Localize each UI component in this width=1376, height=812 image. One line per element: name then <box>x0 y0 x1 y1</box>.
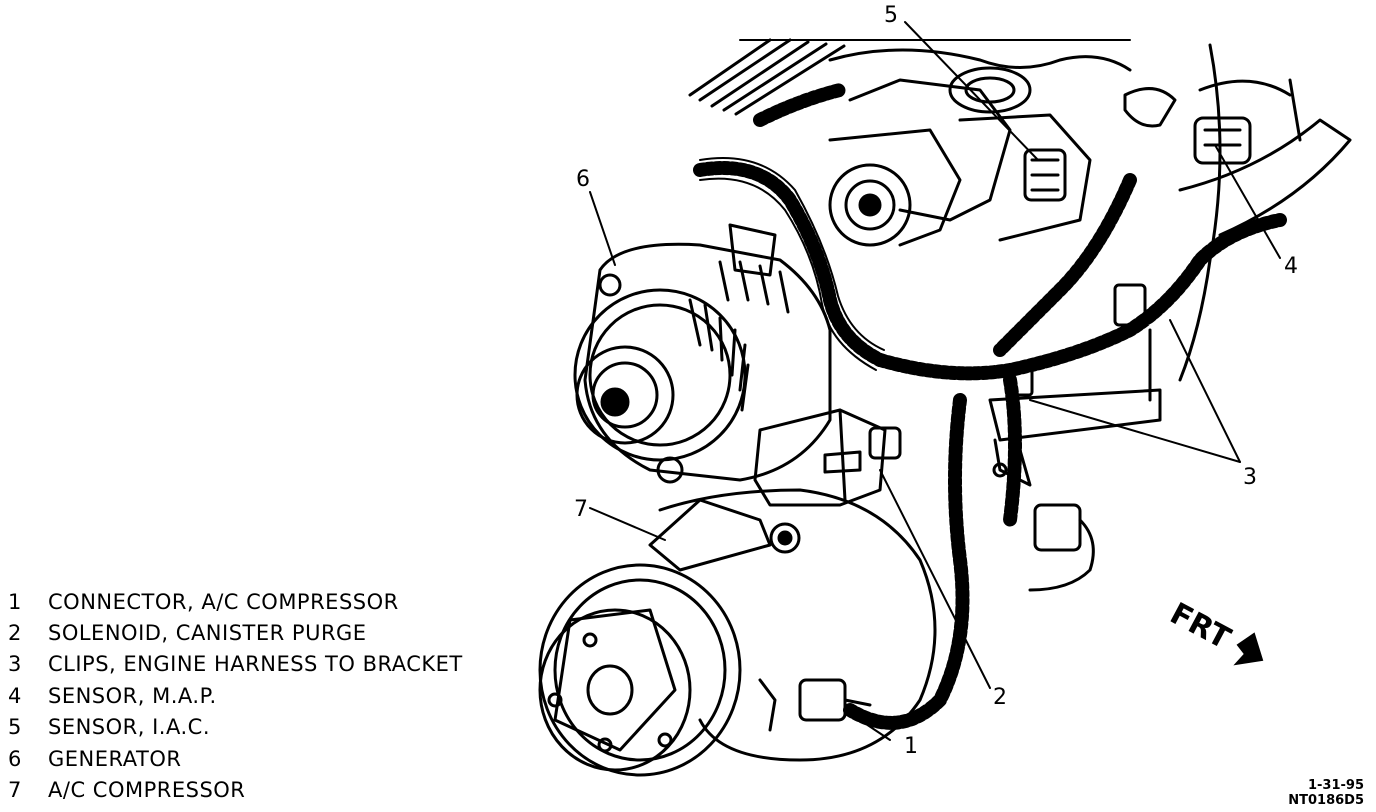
callout-7: 7 <box>574 497 588 522</box>
figure-date: 1-31-95 <box>1307 778 1364 793</box>
legend-number: 5 <box>8 715 22 740</box>
legend-item: 4 SENSOR, M.A.P. <box>8 680 463 711</box>
callout-2: 2 <box>993 685 1007 710</box>
legend-label: SENSOR, M.A.P. <box>48 683 217 708</box>
upper-hose <box>1178 43 1352 382</box>
legend-number: 2 <box>8 621 22 646</box>
callout-4: 4 <box>1284 254 1298 279</box>
legend-item: 6 GENERATOR <box>8 743 463 774</box>
canister-purge-solenoid <box>753 408 902 554</box>
legend-label: CONNECTOR, A/C COMPRESSOR <box>48 589 399 614</box>
iac-sensor <box>1023 148 1067 202</box>
legend-number: 1 <box>8 589 22 614</box>
throttle-body <box>828 113 1092 247</box>
legend-label: CLIPS, ENGINE HARNESS TO BRACKET <box>48 652 463 677</box>
legend-label: A/C COMPRESSOR <box>48 778 246 803</box>
figure-code: 1-31-95 NT0186D5 <box>1288 778 1364 808</box>
map-sensor <box>1123 87 1252 165</box>
legend-number: 7 <box>8 778 22 803</box>
ac-compressor <box>538 488 937 777</box>
legend-label: SOLENOID, CANISTER PURGE <box>48 621 367 646</box>
front-arrow-icon <box>1233 632 1264 666</box>
callout-1: 1 <box>904 734 918 759</box>
legend-item: 7 A/C COMPRESSOR <box>8 774 463 805</box>
harness-outline <box>699 157 885 371</box>
legend-label: GENERATOR <box>48 746 182 771</box>
engine-bracket <box>988 283 1162 487</box>
legend-item: 5 SENSOR, I.A.C. <box>8 712 463 743</box>
legend-number: 6 <box>8 746 22 771</box>
generator <box>573 223 832 484</box>
legend-item: 1 CONNECTOR, A/C COMPRESSOR <box>8 586 463 617</box>
legend-number: 4 <box>8 683 22 708</box>
callout-5: 5 <box>884 3 898 28</box>
ac-compressor-connector <box>758 678 872 732</box>
parts-legend: 1 CONNECTOR, A/C COMPRESSOR 2 SOLENOID, CA… <box>8 586 463 806</box>
front-direction-indicator: FRT <box>1164 596 1264 666</box>
legend-item: 2 SOLENOID, CANISTER PURGE <box>8 617 463 648</box>
figure-id: NT0186D5 <box>1288 793 1364 808</box>
legend-number: 3 <box>8 652 22 677</box>
leader-lines <box>589 21 1281 741</box>
harness-connector <box>1028 503 1095 592</box>
callout-6: 6 <box>576 167 590 192</box>
legend-item: 3 CLIPS, ENGINE HARNESS TO BRACKET <box>8 649 463 680</box>
legend-label: SENSOR, I.A.C. <box>48 715 210 740</box>
frt-label: FRT <box>1164 596 1236 657</box>
callout-3: 3 <box>1243 465 1257 490</box>
